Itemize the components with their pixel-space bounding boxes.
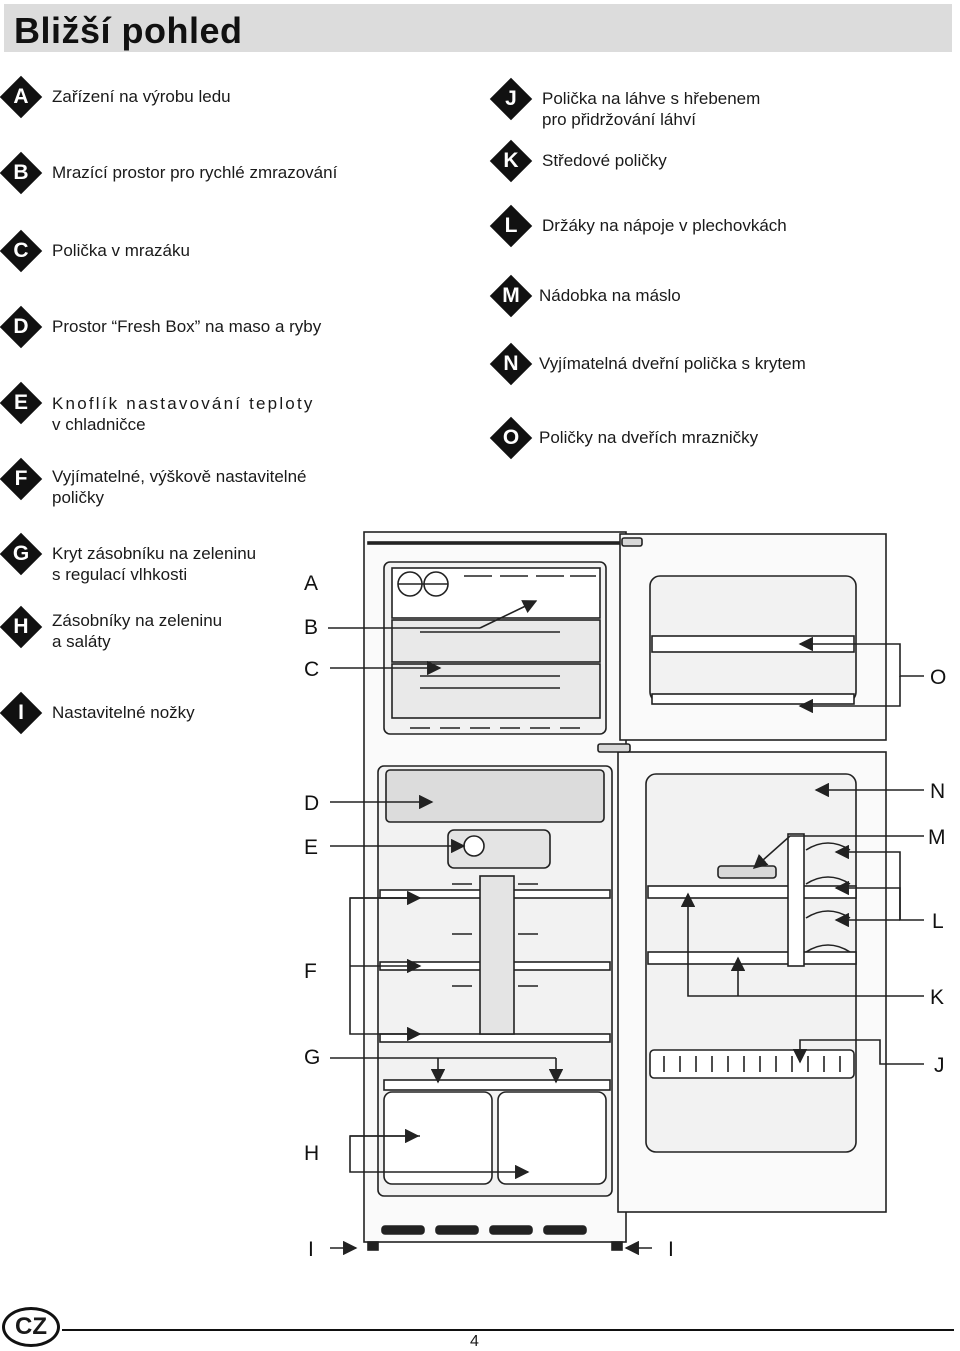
legend-text: v chladničce — [52, 415, 146, 434]
legend-text: Držáky na nápoje v plechovkách — [542, 216, 787, 235]
legend-letter: O — [502, 426, 520, 449]
callout-o: O — [930, 666, 946, 689]
callout-d: D — [304, 792, 319, 815]
legend-text: Prostor “Fresh Box” na maso a ryby — [52, 317, 322, 336]
callout-labels: A B C D E F G H I O N M L K J I — [304, 572, 946, 1261]
legend-text: Poličky na dveřích mrazničky — [539, 428, 759, 447]
callout-n: N — [930, 780, 945, 803]
legend-text: Polička v mrazáku — [52, 241, 190, 260]
legend-letter: E — [13, 391, 28, 414]
legend-text: Mrazící prostor pro rychlé zmrazování — [52, 163, 338, 182]
legend-text: Vyjímatelné, výškově nastavitelné — [52, 467, 307, 486]
callout-j: J — [934, 1054, 945, 1077]
legend-text: a saláty — [52, 632, 111, 651]
legend-text: Knoflík nastavování teploty — [52, 394, 315, 413]
legend-text: poličky — [52, 488, 104, 507]
legend-letter: D — [13, 315, 29, 338]
callout-k: K — [930, 986, 944, 1009]
fridge-body — [363, 531, 887, 1251]
legend-text: Vyjímatelná dveřní polička s krytem — [539, 354, 806, 373]
callout-i-left: I — [308, 1238, 314, 1261]
callout-l: L — [932, 910, 944, 933]
callout-h: H — [304, 1142, 319, 1165]
footer-divider — [62, 1329, 954, 1331]
callout-e: E — [304, 836, 318, 859]
legend-letter: B — [13, 161, 29, 184]
legend-letter: J — [505, 87, 517, 110]
page-title: Bližší pohled — [14, 10, 243, 51]
legend-letter: G — [12, 542, 30, 565]
legend-letter: L — [504, 214, 518, 237]
title-bar: Bližší pohled — [4, 4, 952, 52]
callout-a: A — [304, 572, 318, 595]
callout-c: C — [304, 658, 319, 681]
legend-letter: K — [503, 149, 519, 172]
legend-letter: M — [502, 284, 520, 307]
legend-text: Nastavitelné nožky — [52, 703, 195, 722]
page-number: 4 — [470, 1333, 479, 1350]
legend-letter: A — [13, 85, 29, 108]
leader-lines — [328, 600, 924, 1256]
callout-b: B — [304, 616, 318, 639]
legend-letter: C — [13, 239, 29, 262]
legend-text: pro přidržování láhví — [542, 110, 697, 129]
legend-text: s regulací vlhkosti — [52, 565, 188, 584]
legend-letter: H — [13, 615, 29, 638]
callout-g: G — [304, 1046, 320, 1069]
legend-letter: I — [18, 701, 24, 724]
language-badge: CZ — [2, 1307, 60, 1347]
legend-text: Zásobníky na zeleninu — [52, 611, 223, 630]
legend-text: Středové poličky — [542, 151, 667, 170]
callout-f: F — [304, 960, 317, 983]
legend-text: Nádobka na máslo — [539, 286, 681, 305]
legend-letter: F — [14, 467, 28, 490]
callout-m: M — [928, 826, 946, 849]
callout-i-right: I — [668, 1238, 674, 1261]
legend-text: Polička na láhve s hřebenem — [542, 89, 761, 108]
legend-text: Kryt zásobníku na zeleninu — [52, 544, 257, 563]
legend-letter: N — [503, 352, 519, 375]
legend-text: Zařízení na výrobu ledu — [52, 87, 231, 106]
